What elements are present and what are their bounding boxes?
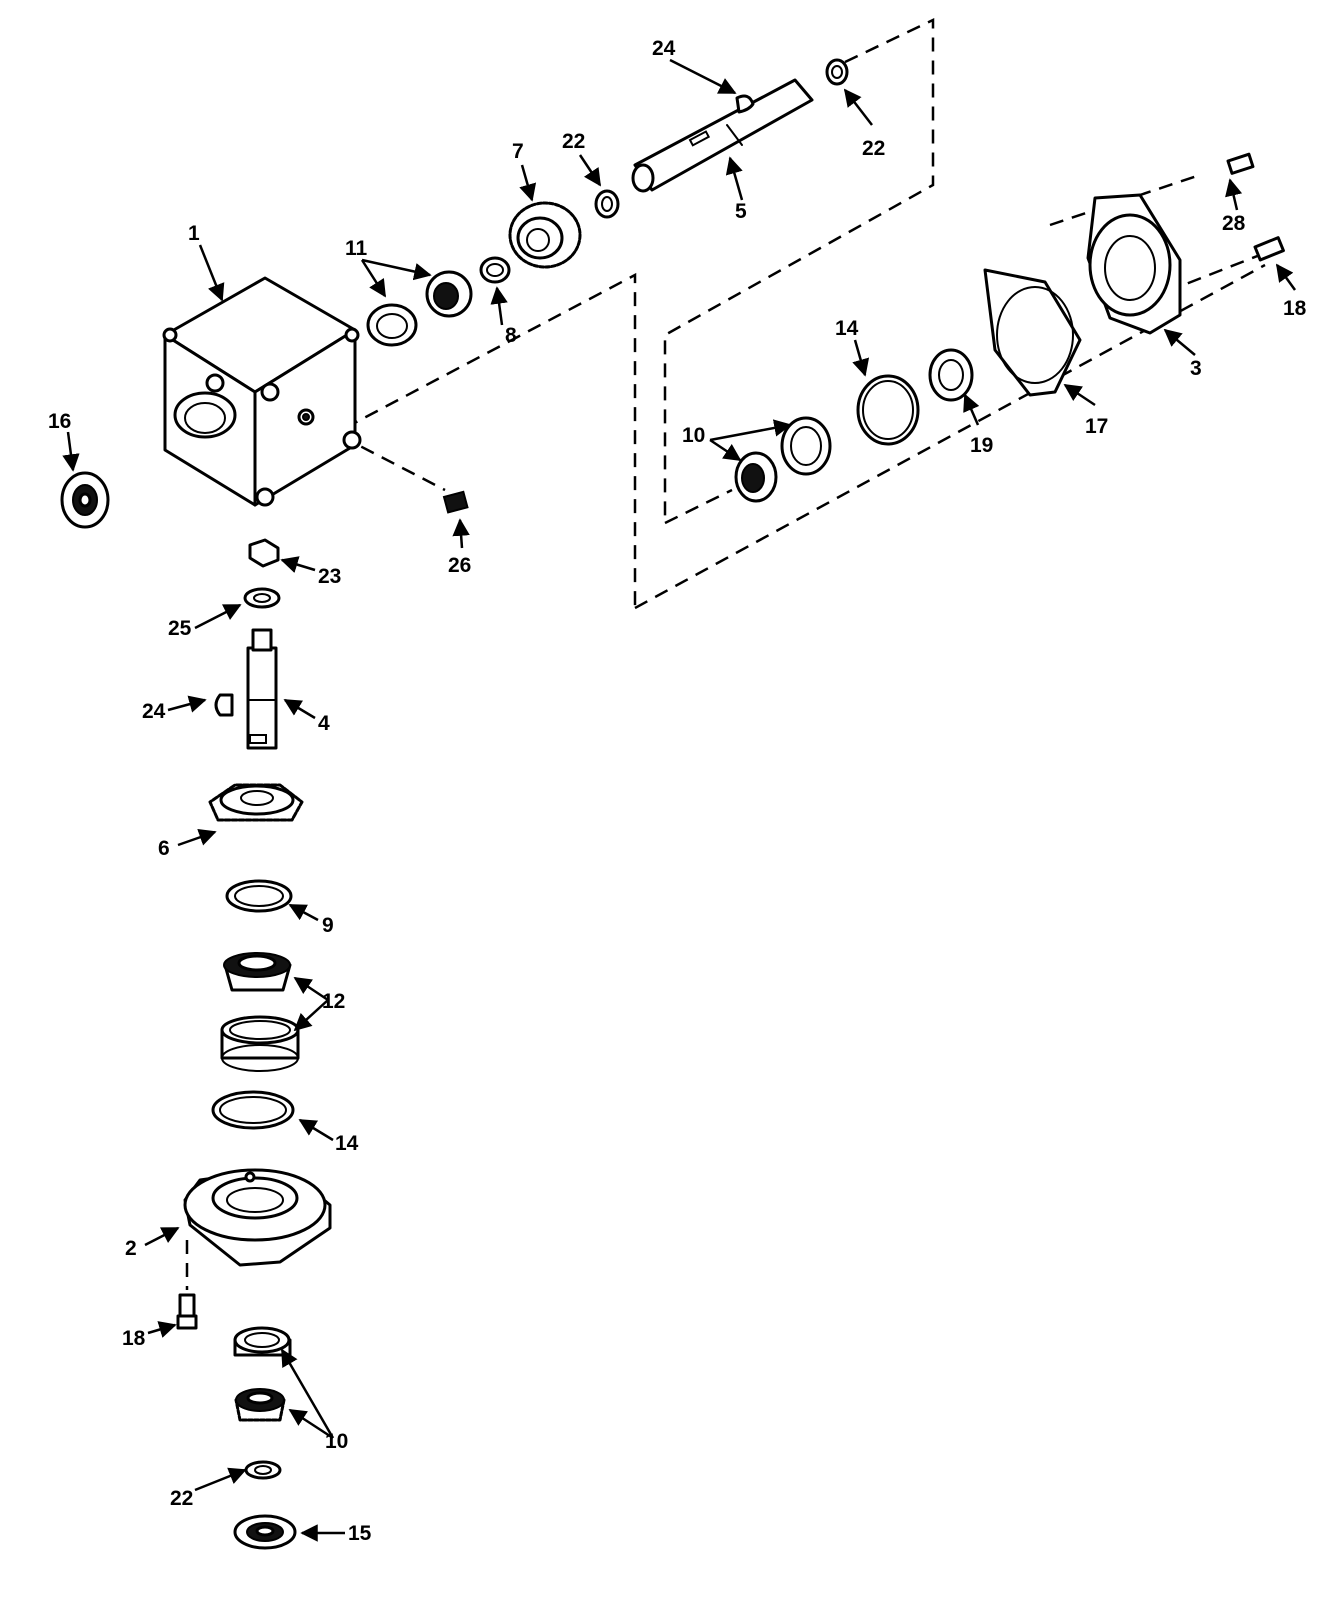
callout-28: 28 [1222,212,1246,235]
callout-23: 23 [318,565,341,588]
callout-11: 11 [345,237,368,260]
callout-19: 19 [970,434,993,457]
bevel-gear-7 [508,201,582,269]
callout-15: 15 [348,1522,372,1545]
callout-14-top: 14 [835,317,859,340]
bearing-cap-3 [1086,193,1182,335]
shim-9 [225,879,293,913]
callout-24-left: 24 [142,700,166,723]
callout-4: 4 [318,712,330,735]
plug-26 [442,490,469,514]
bevel-pinion-6 [208,783,304,822]
snap-ring-22-top [594,189,620,219]
bearing-cone-10-right [734,451,778,503]
callout-22-c: 22 [170,1487,193,1510]
callout-17: 17 [1085,415,1108,438]
bearing-cup-10-right [780,416,832,476]
gear-housing [162,276,362,507]
o-ring-14-bottom [211,1090,295,1130]
gasket-17 [983,268,1082,397]
callout-7: 7 [512,140,524,163]
oil-seal-16 [60,471,110,529]
callout-5: 5 [735,200,747,223]
washer-25 [243,587,281,609]
callout-1: 1 [188,222,200,245]
callout-2: 2 [125,1237,137,1260]
callout-labels: 1 11 8 7 22 24 5 22 28 18 3 17 19 14 10 … [48,37,1307,1545]
leader-lines [62,58,1297,1542]
callout-18-left: 18 [122,1327,146,1350]
bearing-cup-11 [366,303,418,347]
bearing-cone-10-bottom [234,1388,286,1422]
callout-25: 25 [168,617,192,640]
snap-ring-22-right [825,58,849,86]
oil-seal-19 [928,348,974,402]
cap-screw-18-right [1253,236,1285,262]
callout-26: 26 [448,554,471,577]
plug-28 [1226,152,1255,175]
input-shaft-4 [246,628,278,750]
cap-screw-18-left [176,1293,198,1330]
oil-seal-15 [233,1514,297,1550]
snap-ring-22-bottom [244,1460,282,1480]
callout-8: 8 [505,324,517,347]
key-24-left [214,693,234,717]
output-shaft-5 [631,78,814,193]
bearing-cone-11 [425,270,473,318]
callout-9: 9 [322,914,334,937]
callout-12: 12 [322,990,345,1013]
bearing-cap-2 [183,1168,332,1267]
callout-6: 6 [158,837,170,860]
callout-3: 3 [1190,357,1202,380]
callout-24-top: 24 [652,37,676,60]
callout-18-right: 18 [1283,297,1307,320]
nut-23 [248,538,280,568]
key-24-top [735,94,755,114]
bearing-cup-12 [220,1015,300,1072]
o-ring-14-right [856,374,920,446]
callout-10-top: 10 [682,424,705,447]
callout-22-a: 22 [562,130,585,153]
callout-14-bottom: 14 [335,1132,359,1155]
shim-8 [479,256,511,284]
bearing-cone-12 [223,952,292,992]
callout-22-b: 22 [862,137,885,160]
callout-16: 16 [48,410,71,433]
callout-10-bottom: 10 [325,1430,348,1453]
